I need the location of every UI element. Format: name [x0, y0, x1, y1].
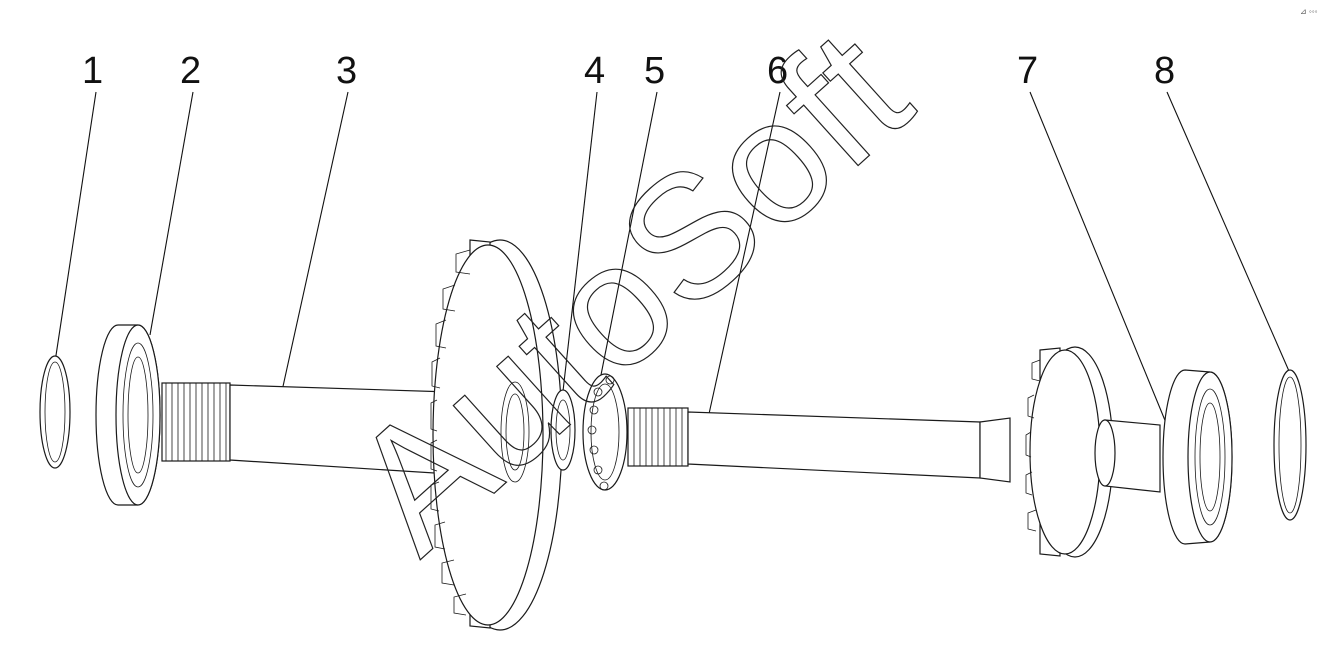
part-6-output-shaft [627, 346, 1161, 558]
leader-1 [54, 91, 97, 363]
callout-6: 6 [767, 50, 788, 92]
callout-labels: 1 2 3 4 5 6 7 8 [82, 50, 1175, 92]
callout-7: 7 [1017, 50, 1038, 92]
small-gear-teeth [1025, 359, 1041, 532]
leader-7 [1029, 91, 1179, 453]
leader-3 [279, 91, 349, 401]
callout-3: 3 [336, 50, 357, 92]
leader-4 [561, 91, 598, 401]
callout-2: 2 [180, 50, 201, 92]
part-2-bearing [95, 324, 161, 506]
callout-1: 1 [82, 50, 103, 92]
watermark-text: AutoSoft [315, 0, 944, 588]
part-1-snap-ring [39, 355, 71, 469]
gear-teeth [430, 249, 471, 616]
part-8-snap-ring [1273, 369, 1307, 521]
callout-8: 8 [1154, 50, 1175, 92]
corner-mark: ⊿ ◦◦◦ [1300, 7, 1318, 16]
part-3-shaft-with-gear [161, 239, 563, 631]
leader-6 [704, 91, 781, 433]
leader-2 [149, 91, 194, 336]
callout-4: 4 [584, 50, 605, 92]
callout-5: 5 [644, 50, 665, 92]
part-5-needle-bearing [582, 373, 628, 491]
part-4-washer [550, 389, 576, 471]
leader-8 [1166, 91, 1293, 379]
leader-lines [54, 91, 1293, 453]
leader-5 [599, 91, 658, 381]
part-7-bearing [1162, 369, 1233, 545]
